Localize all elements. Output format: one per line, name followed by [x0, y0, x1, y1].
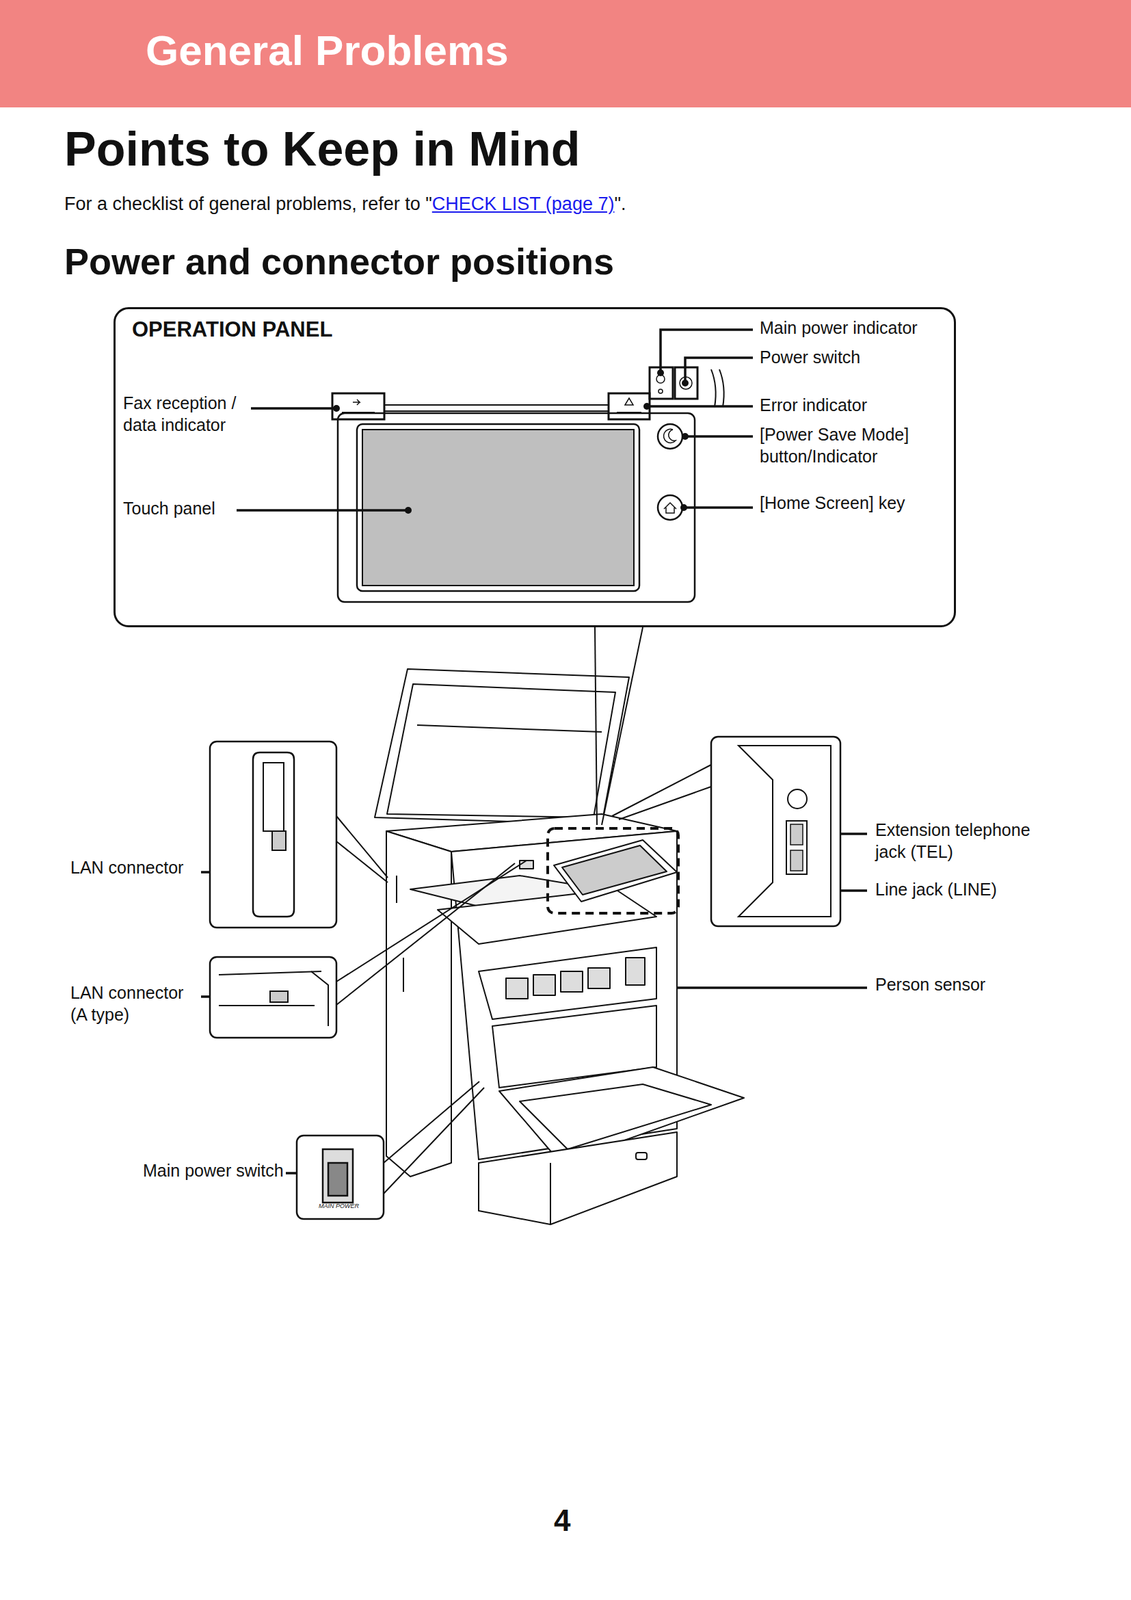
link-text: CHECK LIST (page 7) — [432, 193, 615, 215]
part-label: [Power Save Mode] button/Indicator — [759, 423, 941, 468]
intro-sentence: For a checklist of general problems, ref… — [64, 192, 627, 216]
detail-insets — [209, 736, 841, 1219]
part-label: Power switch — [759, 346, 861, 368]
zoom-lines — [336, 627, 712, 1194]
machine-illustration — [374, 668, 744, 1224]
part-label: LAN connector — [70, 856, 184, 878]
part-label: LAN connector (A type) — [70, 981, 201, 1026]
panel-drawing — [332, 367, 725, 602]
part-label: Line jack (LINE) — [875, 877, 997, 900]
part-label: [Home Screen] key — [759, 491, 906, 514]
page-title: Points to Keep in Mind — [64, 120, 580, 178]
page-number: 4 — [553, 1502, 571, 1538]
intro-text: ". — [614, 193, 626, 215]
node-heading: OPERATION PANEL — [131, 315, 333, 344]
part-label: Extension telephone jack (TEL) — [875, 818, 1055, 863]
section-heading: Power and connector positions — [64, 239, 615, 284]
switch-marking: MAIN POWER — [318, 1202, 359, 1209]
panel-highlight — [547, 828, 679, 913]
node-heading: General Problems — [145, 25, 509, 76]
header-band: General Problems — [0, 0, 1131, 108]
part-label: Main power switch — [142, 1159, 284, 1181]
part-label: Main power indicator — [759, 316, 918, 339]
intro-text: For a checklist of general problems, ref… — [64, 193, 433, 215]
part-label: Fax reception / data indicator — [123, 391, 264, 436]
part-label: Person sensor — [875, 973, 986, 995]
part-label: Touch panel — [123, 497, 216, 520]
part-label: Error indicator — [759, 393, 868, 416]
